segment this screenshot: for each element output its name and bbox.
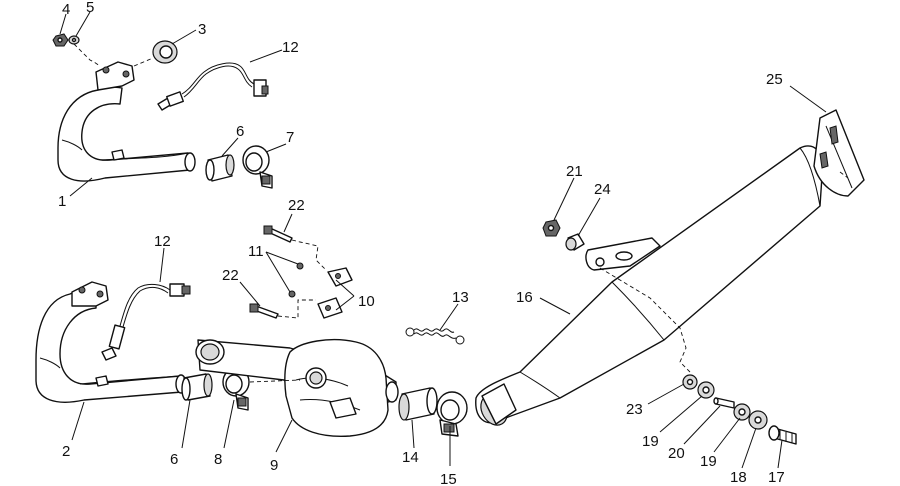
assembly-line-bolt22a	[291, 239, 327, 271]
callout-19-left: 19	[642, 433, 659, 450]
rubber-block-10-lower	[317, 297, 343, 319]
washer-11-lower	[288, 290, 296, 298]
callout-22-lower: 22	[222, 267, 239, 284]
washer-23	[682, 374, 698, 390]
callout-1: 1	[58, 193, 66, 210]
nut-21	[542, 219, 561, 237]
callout-22-upper: 22	[288, 197, 305, 214]
washer-5	[68, 35, 80, 45]
callout-15: 15	[440, 471, 457, 486]
callout-23: 23	[626, 401, 643, 418]
callout-18: 18	[730, 469, 747, 486]
leader-lines	[59, 11, 827, 469]
lambda-sensor-lower	[101, 283, 191, 361]
clamp-7	[242, 145, 273, 189]
gasket-3	[152, 40, 178, 64]
callout-19-right: 19	[700, 453, 717, 470]
callout-21: 21	[566, 163, 583, 180]
lambda-sensor-upper	[157, 62, 269, 111]
assembly-line-clamp8	[249, 379, 301, 383]
spring-13	[405, 327, 465, 345]
assembly-line-bolt22b	[277, 299, 316, 319]
callout-6-lower: 6	[170, 451, 178, 468]
callout-6-upper: 6	[236, 123, 244, 140]
bolt-17	[768, 425, 797, 445]
bush-24	[565, 233, 585, 251]
callout-13: 13	[452, 289, 469, 306]
washer-11-upper	[296, 262, 304, 270]
end-cap-25	[813, 109, 865, 197]
callout-16: 16	[516, 289, 533, 306]
nut-4	[52, 33, 69, 47]
callout-10: 10	[358, 293, 375, 310]
callout-7: 7	[286, 129, 294, 146]
callout-11: 11	[248, 243, 264, 260]
callout-17: 17	[768, 469, 785, 486]
pipe-flange-upper	[95, 61, 135, 91]
spacer-20	[713, 397, 735, 409]
assembly-line-nuts	[73, 43, 101, 67]
muffler-16	[475, 145, 824, 426]
pipe-flange-lower	[71, 281, 109, 307]
callout-12-upper: 12	[282, 39, 299, 56]
rubber-block-10-upper	[327, 267, 353, 287]
clamp-15	[436, 391, 468, 437]
sleeve-6-upper	[205, 154, 235, 182]
washer-18	[748, 410, 768, 430]
sleeve-6-lower	[181, 373, 213, 401]
callout-8: 8	[214, 451, 222, 468]
callout-4: 4	[62, 1, 70, 18]
muffler-bracket	[585, 237, 661, 271]
callout-5: 5	[86, 0, 94, 16]
header-pipe-upper	[57, 86, 196, 182]
collector-silencer-9	[195, 338, 399, 438]
callout-24: 24	[594, 181, 611, 198]
bolt-22-upper	[263, 225, 293, 243]
assembly-line-endcap	[839, 171, 849, 179]
assembly-line-gasket	[133, 57, 154, 67]
callout-12-lower: 12	[154, 233, 171, 250]
sleeve-14	[398, 387, 438, 421]
rubber-19-lower	[733, 403, 751, 421]
rubber-19-upper	[697, 381, 715, 399]
callout-3: 3	[198, 21, 206, 38]
callout-2: 2	[62, 443, 70, 460]
bolt-22-lower	[249, 303, 279, 319]
callout-20: 20	[668, 445, 685, 462]
callout-14: 14	[402, 449, 419, 466]
callout-25: 25	[766, 71, 783, 88]
callout-9: 9	[270, 457, 278, 474]
callout-labels: 4 5 3 12 1 6 7 12 22 11 10 22 13 16 2 6 …	[58, 0, 785, 486]
